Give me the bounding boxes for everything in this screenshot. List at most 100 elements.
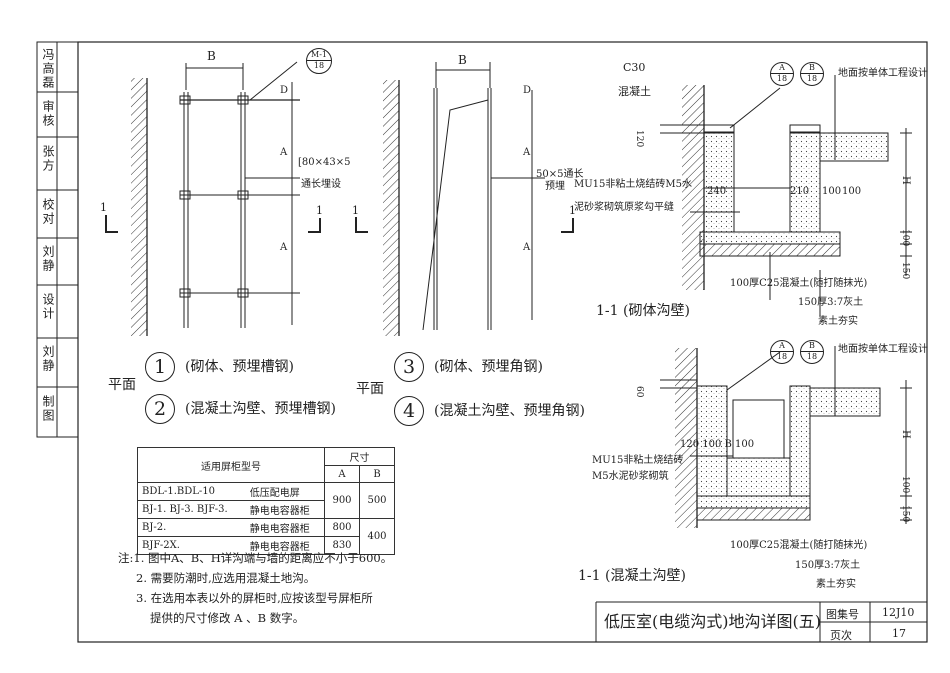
s1-layer-1: 100厚C25混凝土(随打随抹光): [730, 278, 868, 289]
s2-dim-h: H: [900, 430, 911, 439]
s1-ref-a: A 18: [770, 62, 794, 86]
note-line-2: 2. 需要防潮时,应选用混凝土地沟。: [136, 571, 316, 585]
table-cell-desc: 静电电容器柜: [245, 500, 325, 519]
section-mark-1b: 1: [316, 204, 323, 217]
atlas-value: 12J10: [882, 606, 915, 619]
stamp-cell-8: 制图: [41, 395, 55, 423]
notes-block: 注:1. 图中A、B、H详沟端与墙的距离应不小于600。 2. 需要防潮时,应选…: [118, 548, 392, 628]
atlas-label: 图集号: [826, 608, 859, 621]
item-num-3: 3: [394, 352, 424, 382]
stamp-cell-1: 冯高磊: [41, 48, 55, 90]
table-cell-b: 500: [359, 482, 395, 519]
table-cell-desc: 静电电容器柜: [245, 518, 325, 537]
cabinet-size-table: 适用屏柜型号 尺寸 A B BDL-1.BDL-10 低压配电屏 900 500…: [136, 447, 395, 555]
table-cell-model: BJF-2X.: [136, 536, 246, 555]
item-text-2: (混凝土沟壁、预埋槽钢): [185, 401, 336, 417]
item-num-4: 4: [394, 396, 424, 426]
s1-c30: C30: [623, 61, 646, 74]
s1-ref-b: B 18: [800, 62, 824, 86]
table-cell-a: 830: [324, 536, 360, 555]
s2-dim-bottom: 120 100 B 100: [680, 439, 755, 450]
s2-dim-60: 60: [634, 386, 644, 398]
channel-note-2: 通长埋设: [301, 179, 341, 190]
plan-label-left: 平面: [108, 377, 136, 393]
s1-ref-b-bot: 18: [806, 74, 818, 83]
table-cell-desc: 低压配电屏: [245, 482, 325, 501]
channel-note-1: [80×43×5: [298, 157, 351, 168]
table-cell-model: BDL-1.BDL-10: [136, 482, 246, 501]
table-col-a: A: [324, 465, 360, 483]
stamp-cell-5: 刘静: [41, 245, 55, 273]
section-mark-1a: 1: [100, 201, 107, 214]
s1-dim-210: 210: [790, 186, 810, 197]
title-block-title: 低压室(电缆沟式)地沟详图(五): [604, 612, 821, 631]
page-label: 页次: [830, 629, 852, 642]
s2-ref-b-top: B: [809, 341, 815, 350]
table-cell-model: BJ-2.: [136, 518, 246, 537]
item-text-4: (混凝土沟壁、预埋角钢): [434, 403, 585, 419]
table-cell-a: 900: [324, 482, 360, 519]
dim-d2-label: D: [523, 85, 532, 96]
section2-left-wall: [696, 385, 728, 497]
page-value: 17: [892, 627, 906, 640]
table-header-model: 适用屏柜型号: [137, 447, 325, 483]
s1-brick-note-1: MU15非粘土烧结砖M5水: [574, 179, 692, 190]
note-line-4: 提供的尺寸修改 A 、B 数字。: [150, 611, 305, 625]
s1-layer-2: 150厚3:7灰土: [798, 297, 864, 308]
s1-dim-100a: 100: [822, 186, 842, 197]
stamp-cell-4: 校对: [41, 198, 55, 226]
table-cell-model: BJ-1. BJ-3. BJF-3.: [136, 500, 246, 519]
table-row: BJF-2X. 静电电容器柜 830: [136, 536, 395, 555]
dim-a-label: A: [280, 147, 288, 158]
table-row: BDL-1.BDL-10 低压配电屏 900 500: [136, 482, 395, 519]
table-cell-a: 800: [324, 518, 360, 537]
section2-right-wall: [789, 385, 811, 497]
section1-right-brick: [789, 131, 821, 233]
s2-ground-note: 地面按单体工程设计: [838, 344, 928, 355]
item-num-1: 1: [145, 352, 175, 382]
table-row: BJ-2. 静电电容器柜 800 400: [136, 518, 395, 555]
s1-dim-100: 100: [900, 229, 910, 247]
table-header-row: 适用屏柜型号 尺寸: [137, 447, 395, 483]
s2-ref-a-top: A: [779, 341, 785, 350]
dim-a4-label: A: [523, 242, 531, 253]
s1-ground-note: 地面按单体工程设计: [838, 68, 928, 79]
section1-left-brick: [703, 131, 735, 233]
s2-ref-b-bot: 18: [806, 352, 818, 361]
ref-m1-top: M-1: [311, 50, 327, 59]
dim-a3-label: A: [523, 147, 531, 158]
stamp-cell-6: 设计: [41, 293, 55, 321]
s1-ref-a-top: A: [779, 63, 785, 72]
dim-d-label: D: [280, 85, 289, 96]
s2-layer-2: 150厚3:7灰土: [795, 560, 861, 571]
s1-layer-3: 素土夯实: [818, 316, 858, 327]
item-text-1: (砌体、预埋槽钢): [185, 359, 294, 375]
s2-ref-b: B 18: [800, 340, 824, 364]
section2-wall-hatch: [675, 348, 697, 528]
table-header-size: 尺寸: [324, 447, 395, 466]
dim-b-label: B: [207, 49, 216, 63]
s1-brick-note-2: 泥砂浆砌筑原浆勾平缝: [574, 202, 674, 213]
section-mark-1d: 1: [569, 204, 576, 217]
s1-ref-a-bot: 18: [776, 74, 788, 83]
plan-label-right: 平面: [356, 381, 384, 397]
s1-dim-240: 240: [707, 186, 727, 197]
s2-brick-note-1: MU15非粘土烧结砖: [592, 455, 684, 466]
table-col-b: B: [359, 465, 395, 483]
wall-hatch-1: [131, 78, 147, 336]
stamp-cell-7: 刘静: [41, 345, 55, 373]
angle-note-2: 预埋: [545, 181, 565, 192]
s2-dim-100: 100: [900, 476, 910, 494]
section-mark-1c: 1: [352, 204, 359, 217]
ref-circle-m1: M-1 18: [306, 48, 332, 74]
s1-c30b: 混凝土: [618, 85, 651, 98]
table-cell-b: 400: [359, 518, 395, 555]
s1-dim-150: 150: [900, 262, 910, 280]
s2-dim-150: 150: [900, 505, 910, 523]
s2-layer-1: 100厚C25混凝土(随打随抹光): [730, 540, 868, 551]
wall-hatch-2: [383, 80, 399, 336]
section1-wall-hatch: [682, 85, 704, 290]
s1-title: 1-1 (砌体沟壁): [596, 303, 690, 319]
